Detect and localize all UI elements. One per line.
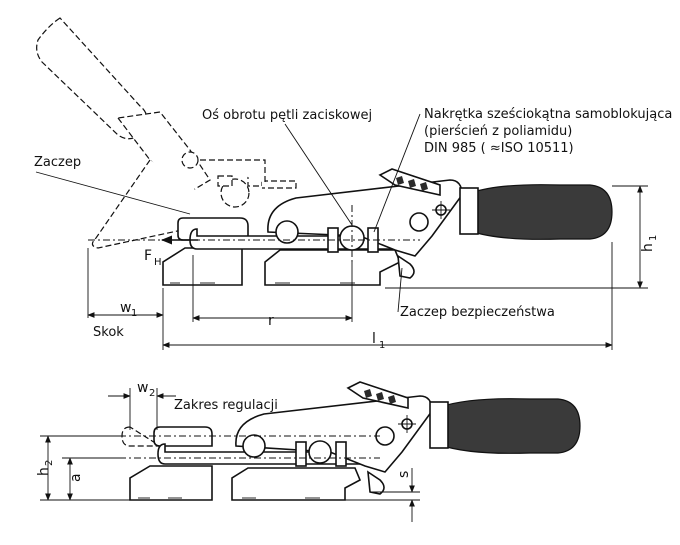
h2-label: h bbox=[36, 467, 52, 476]
base-right bbox=[264, 249, 402, 286]
pivot-axis-label: Oś obrotu pętli zaciskowej bbox=[202, 108, 372, 123]
a-label: a bbox=[68, 473, 84, 482]
safety-catch-label: Zaczep bezpieczeństwa bbox=[400, 305, 555, 320]
top-clamp: F H bbox=[36, 17, 613, 286]
catch-leader bbox=[35, 171, 191, 215]
catch-label: Zaczep bbox=[34, 155, 81, 170]
top-dimensions: w 1 Skok r l 1 h 1 bbox=[87, 185, 659, 351]
stroke-label: Skok bbox=[93, 325, 124, 340]
l1-label: l bbox=[372, 331, 376, 347]
h2-sub: 2 bbox=[44, 460, 55, 466]
force-sub: H bbox=[154, 257, 162, 268]
safety-catch-leader bbox=[397, 267, 403, 313]
base-left bbox=[162, 247, 243, 286]
adjust-range-label: Zakres regulacji bbox=[174, 398, 278, 413]
bottom-dimensions: w 2 Zakres regulacji h 2 a s bbox=[36, 380, 420, 522]
l1-sub: 1 bbox=[379, 340, 385, 351]
hex-nut-label-1: Nakrętka sześciokątna samoblokująca bbox=[424, 107, 672, 122]
open-lever-ghost bbox=[36, 17, 297, 249]
s-label: s bbox=[396, 471, 412, 478]
w2-sub: 2 bbox=[149, 388, 155, 399]
bottom-clamp bbox=[104, 381, 581, 501]
r-label: r bbox=[268, 313, 274, 329]
hex-nut-label-2: (pierścień z poliamidu) bbox=[424, 124, 572, 139]
h1-label: h bbox=[640, 243, 656, 252]
w2-label: w bbox=[137, 380, 148, 396]
w1-label: w bbox=[120, 300, 131, 316]
force-label: F bbox=[144, 248, 152, 264]
w1-sub: 1 bbox=[131, 308, 137, 319]
h1-sub: 1 bbox=[648, 235, 659, 241]
hex-nut-label-3: DIN 985 ( ≈ISO 10511) bbox=[424, 141, 574, 156]
hex-nut-leader bbox=[373, 113, 421, 233]
pivot-leader bbox=[284, 123, 353, 226]
